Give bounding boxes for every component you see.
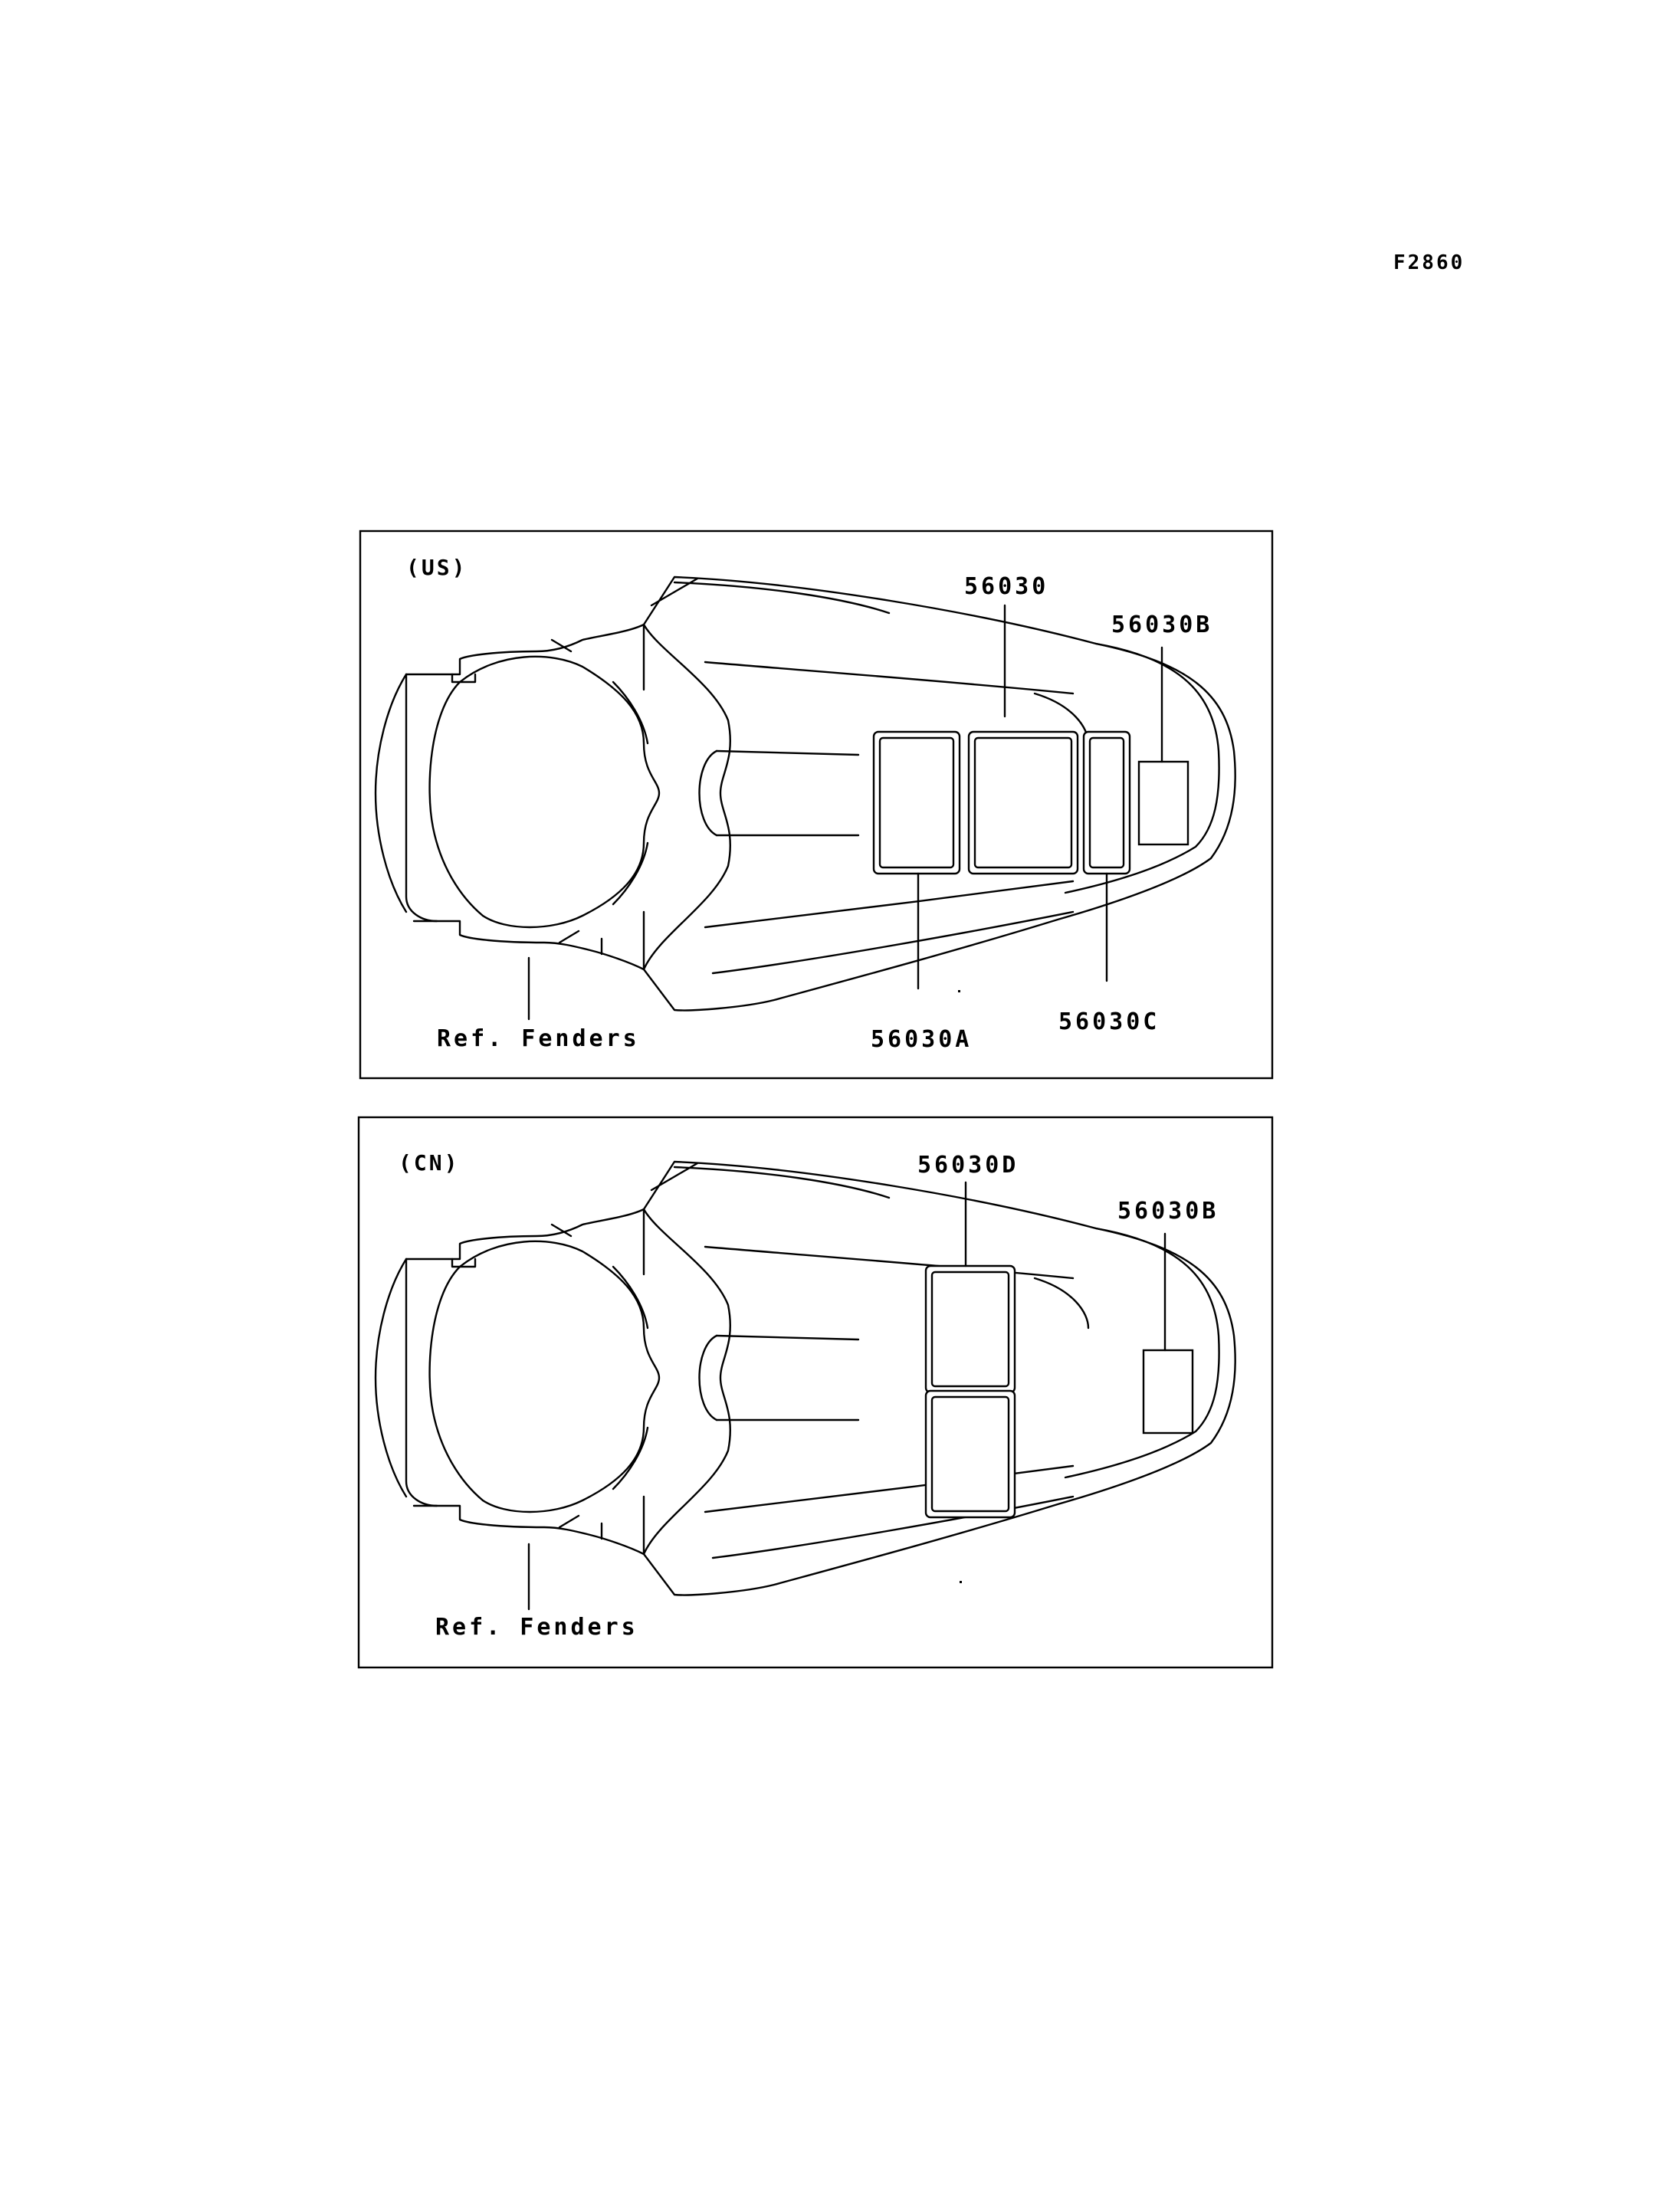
panel-us: (US) 56030 56030B 56030A 56030C Ref. Fen…: [359, 530, 1274, 1080]
label-56030-inner: [973, 736, 1073, 869]
label-56030b-cn: [1142, 1349, 1194, 1435]
callout-56030: 56030: [964, 573, 1048, 600]
callout-56030a: 56030A: [871, 1026, 972, 1053]
label-56030d-bottom-inner: [930, 1395, 1010, 1513]
dot-mark-cn: [960, 1581, 962, 1583]
dot-mark: [958, 990, 960, 992]
drawing-code: F2860: [1393, 251, 1465, 274]
label-56030c-inner: [1088, 736, 1125, 869]
region-label-us: (US): [406, 555, 467, 580]
label-56030b: [1137, 760, 1189, 846]
label-56030d-top-inner: [930, 1271, 1010, 1388]
seat-drawing-cn: [374, 1160, 1236, 1596]
callout-56030c: 56030C: [1058, 1008, 1160, 1035]
ref-fenders-cn: Ref. Fenders: [435, 1614, 638, 1641]
panel-us-frame: [359, 530, 1274, 1080]
callout-56030b-us: 56030B: [1111, 612, 1212, 638]
region-label-cn: (CN): [399, 1150, 459, 1176]
panel-cn: (CN) 56030D 56030B Ref. Fenders: [357, 1116, 1274, 1669]
callout-56030d: 56030D: [917, 1152, 1019, 1179]
label-56030a-inner: [878, 736, 955, 869]
panel-cn-frame: [357, 1116, 1274, 1669]
ref-fenders-us: Ref. Fenders: [437, 1025, 640, 1052]
callout-56030b-cn: 56030B: [1117, 1198, 1219, 1225]
